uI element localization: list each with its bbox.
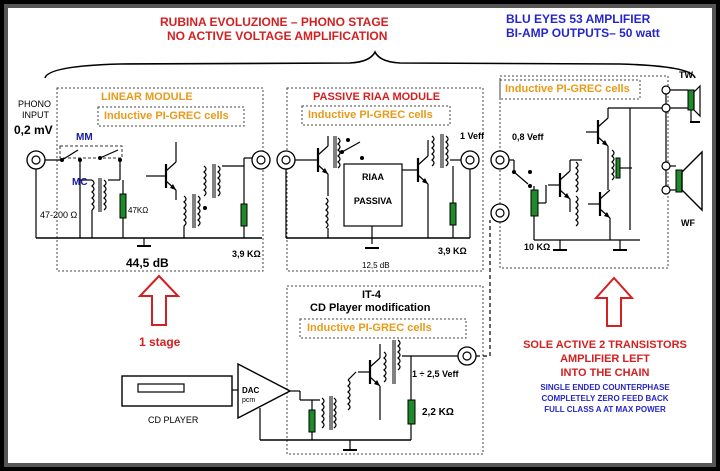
linear-cells-label: Inductive PI-GREC cells — [104, 110, 229, 122]
cd-player-label: CD PLAYER — [148, 415, 199, 425]
linear-gain-label: 44,5 dB — [126, 256, 169, 270]
amp-input-jack-2-icon — [490, 203, 510, 223]
riaa-network-box — [343, 163, 403, 227]
riaa-output-jack-icon — [460, 150, 480, 170]
phono-label-2: INPUT — [22, 110, 49, 120]
amp-input-level: 0,8 Veff — [512, 132, 544, 142]
phono-label-1: PHONO — [18, 99, 52, 109]
woofer-speaker-icon — [675, 169, 683, 193]
riaa-loss-label: 12,5 dB — [362, 261, 390, 270]
title-line-2: NO ACTIVE VOLTAGE AMPLIFICATION — [167, 29, 388, 43]
riaa-module-circuit — [276, 134, 480, 249]
up-arrow-icon — [593, 276, 635, 327]
tweeter-label: TW — [679, 70, 693, 80]
phono-level: 0,2 mV — [14, 123, 53, 137]
riaa-box-line-1: RIAA — [362, 172, 384, 182]
amp-resistor-label: 10 KΩ — [524, 242, 551, 252]
dac-label-1: DAC — [242, 386, 260, 395]
feature-line-2: COMPLETELY ZERO FEED BACK — [541, 394, 669, 403]
title-line-1: RUBINA EVOLUZIONE – PHONO STAGE — [160, 15, 389, 29]
resistor-icon — [119, 193, 127, 219]
amp-title-line-1: BLU EYES 53 AMPLIFIER — [506, 12, 651, 26]
riaa-cells-label: Inductive PI-GREC cells — [308, 109, 433, 121]
sole-active-line-2: AMPLIFIER LEFT — [560, 353, 650, 365]
dac-triangle-icon — [237, 362, 292, 420]
riaa-module-title: PASSIVE RIAA MODULE — [313, 91, 441, 103]
feature-line-1: SINGLE ENDED COUNTERPHASE — [540, 383, 670, 392]
dac-label-2: pcm — [242, 397, 256, 404]
resistor-icon — [240, 203, 248, 227]
riaa-input-jack-icon — [276, 150, 296, 170]
resistor-icon — [308, 409, 316, 433]
amp-cells-label: Inductive PI-GREC cells — [505, 83, 630, 95]
it4-title: IT-4 — [362, 289, 381, 301]
amplifier-circuit — [490, 84, 703, 251]
riaa-output-level: 1 Veff — [460, 131, 485, 141]
mc-label: MC — [72, 177, 88, 188]
riaa-out-resistor-label: 3,9 KΩ — [438, 246, 467, 256]
it4-output-level: 1 ÷ 2,5 Veff — [412, 369, 459, 379]
linear-module-circuit — [26, 142, 271, 247]
amp-input-jack-icon — [490, 150, 510, 170]
riaa-box-line-2: PASSIVA — [353, 196, 393, 206]
it4-module-circuit — [121, 220, 491, 451]
one-stage-label: 1 stage — [139, 335, 181, 349]
sole-active-line-3: INTO THE CHAIN — [560, 367, 650, 379]
it4-resistor-label: 2,2 KΩ — [422, 407, 454, 418]
linear-out-resistor-label: 3,9 KΩ — [232, 249, 261, 259]
sole-active-line-1: SOLE ACTIVE 2 TRANSISTORS — [523, 339, 687, 351]
it4-subtitle: CD Player modification — [310, 302, 431, 314]
feature-line-3: FULL CLASS A AT MAX POWER — [544, 405, 666, 414]
linear-module-title: LINEAR MODULE — [101, 91, 193, 103]
it4-cells-label: Inductive PI-GREC cells — [307, 322, 432, 334]
mm-label: MM — [76, 132, 93, 143]
resistor-icon — [407, 399, 416, 425]
resistor-icon — [530, 189, 539, 217]
tweeter-speaker-icon — [687, 89, 695, 111]
impedance-label: 47-200 Ω — [40, 210, 78, 220]
amp-title-line-2: BI-AMP OUTPUTS– 50 watt — [506, 26, 660, 40]
resistor-icon — [449, 202, 457, 226]
resistor-47k-label: 47KΩ — [128, 206, 149, 215]
up-arrow-icon — [137, 274, 181, 326]
woofer-label: WF — [681, 218, 695, 228]
it4-output-jack-icon — [457, 346, 477, 366]
linear-output-jack-icon — [251, 150, 271, 170]
phono-input-jack-icon — [26, 150, 46, 170]
